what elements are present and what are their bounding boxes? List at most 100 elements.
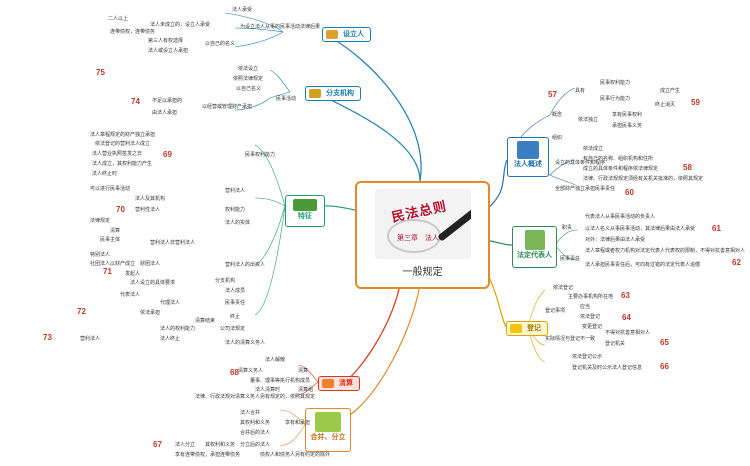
leaf: 登记机关 bbox=[605, 341, 626, 347]
leaf: 发起人 bbox=[125, 271, 141, 277]
page-number: 57 bbox=[548, 90, 557, 99]
leaf: 为设立法人从事的民事活动法律后果 bbox=[240, 24, 321, 30]
puzzle-icon bbox=[315, 412, 341, 432]
branch-sheli-label: 设立人 bbox=[343, 30, 364, 38]
gavel-icon bbox=[517, 141, 539, 159]
leaf: 由法人承担 bbox=[152, 110, 178, 116]
leaf: 享有连带债权，承担连带债务 bbox=[175, 452, 241, 458]
note-icon bbox=[510, 324, 522, 333]
branch-hebing-label: 合并、分立 bbox=[310, 433, 346, 441]
leaf: 清算 bbox=[110, 228, 121, 234]
leaf: 以自己名义 bbox=[236, 86, 262, 92]
leaf: 变更登记 bbox=[582, 324, 603, 330]
leaf: 对外：法律后果由法人承受 bbox=[585, 237, 646, 243]
leaf: 实际情况与登记不一致 bbox=[545, 336, 596, 342]
leaf: 合并后的法人 bbox=[240, 430, 271, 436]
center-title: 一般规定 bbox=[402, 267, 443, 278]
leaf: 不得对抗善意相对人 bbox=[605, 330, 651, 336]
leaf: 终止 bbox=[230, 314, 241, 320]
branch-daibiaoren[interactable]: 法定代表人 bbox=[512, 226, 557, 268]
branch-fenzhi-label: 分支机构 bbox=[326, 89, 354, 97]
leaf: 民事责任 bbox=[560, 256, 581, 262]
leaf: 具有 bbox=[575, 88, 586, 94]
leaf: 法人的实体 bbox=[225, 220, 251, 226]
page-number: 72 bbox=[77, 307, 86, 316]
leaf: 董事、理事等执行机构成员 bbox=[250, 378, 311, 384]
leaf: 营利法人 bbox=[225, 188, 246, 194]
leaf: 其权利和义务 bbox=[205, 442, 236, 448]
branch-fenzhi[interactable]: 分支机构 bbox=[305, 86, 361, 101]
branch-gaishu-label: 法人概述 bbox=[514, 160, 542, 168]
leaf: 民事主体 bbox=[100, 237, 121, 243]
center-node[interactable]: 民法总则 第三章 法人 一般规定 bbox=[355, 181, 490, 289]
center-cover-image: 民法总则 第三章 法人 bbox=[375, 189, 471, 259]
folder-icon bbox=[309, 89, 321, 98]
leaf: 法人分立 bbox=[175, 442, 196, 448]
page-number: 58 bbox=[683, 163, 692, 172]
page-number: 63 bbox=[621, 291, 630, 300]
leaf: 法律规定 bbox=[90, 218, 111, 224]
page-number: 74 bbox=[131, 97, 140, 106]
leaf: 其权利和义务 bbox=[240, 420, 271, 426]
leaf: 债权人和债务人另有约定的除外 bbox=[260, 452, 331, 458]
page-number: 61 bbox=[712, 224, 721, 233]
leaf: 民事责任 bbox=[225, 300, 246, 306]
leaf: 法人承受 bbox=[232, 7, 253, 13]
leaf: 组织 bbox=[552, 135, 563, 141]
leaf: 法人解散 bbox=[265, 357, 286, 363]
leaf: 法人章程或者权力机构对法定代表人代表权的限制，不得对抗善意相对人 bbox=[585, 248, 746, 254]
branch-qingsuan-label: 清算 bbox=[339, 379, 353, 387]
leaf: 民事权利能力 bbox=[600, 80, 631, 86]
page-number: 64 bbox=[622, 313, 631, 322]
leaf: 法人营业执照签发之日 bbox=[92, 151, 143, 157]
leaf: 享有民事权利 bbox=[612, 112, 643, 118]
leaf: 依法承担 bbox=[140, 310, 161, 316]
leaf: 分立后的法人 bbox=[240, 442, 271, 448]
page-number: 71 bbox=[103, 267, 112, 276]
page-number: 68 bbox=[230, 368, 239, 377]
page-number: 70 bbox=[116, 205, 125, 214]
leaf: 全部财产独立承担民事责任 bbox=[555, 186, 616, 192]
leaf: 设立的具体条件和程序 bbox=[555, 160, 606, 166]
branch-gaishu[interactable]: 法人概述 bbox=[507, 137, 549, 177]
leaf: 代理法人 bbox=[160, 300, 181, 306]
leaf: 依法成立 bbox=[583, 146, 604, 152]
leaf: 成立的具体条件和程序依法律规定 bbox=[583, 166, 659, 172]
leaf: 法人设立的具体要求 bbox=[130, 280, 176, 286]
leaf: 法人承担民事责任后，可向有过错的法定代表人追偿 bbox=[585, 262, 701, 268]
leaf: 概念 bbox=[552, 112, 563, 118]
page-number: 62 bbox=[732, 258, 741, 267]
leaf: 以法人名义从事民事活动，其法律后果由法人承受 bbox=[585, 226, 696, 232]
leaf: 法人或设立人承担 bbox=[148, 48, 189, 54]
branch-dengji[interactable]: 登记 bbox=[506, 321, 548, 336]
note-icon bbox=[322, 379, 334, 388]
page-number: 60 bbox=[625, 188, 634, 197]
leaf: 依法登记公示 bbox=[572, 354, 603, 360]
leaf: 公司法规定 bbox=[220, 326, 246, 332]
leaf: 依法设立 bbox=[238, 66, 259, 72]
cover-subtitle: 第三章 法人 bbox=[397, 234, 439, 242]
leaf: 社团法人以财产成立 bbox=[90, 261, 136, 267]
leaf: 第三人有权选择 bbox=[148, 38, 184, 44]
leaf: 应当 bbox=[580, 304, 591, 310]
leaf: 财团法人 bbox=[140, 261, 161, 267]
leaf: 分支机构 bbox=[215, 278, 236, 284]
leaf: 享有和承担 bbox=[285, 420, 311, 426]
page-number: 75 bbox=[96, 68, 105, 77]
branch-sheli[interactable]: 设立人 bbox=[322, 27, 371, 42]
leaf: 营利法人的出资人 bbox=[225, 262, 266, 268]
branch-qingsuan[interactable]: 清算 bbox=[318, 376, 360, 391]
leaf: 法人章程规定的财产独立承担 bbox=[90, 132, 156, 138]
leaf: 代表法人 bbox=[120, 292, 141, 298]
leaf: 登记机关及时公示法人登记信息 bbox=[572, 365, 643, 371]
leaf: 法人清算时 bbox=[255, 387, 281, 393]
leaf: 法人终止 bbox=[160, 336, 181, 342]
leaf: 权利能力 bbox=[225, 207, 246, 213]
leaf: 职责 bbox=[562, 225, 573, 231]
leaf: 清算义务人 bbox=[238, 368, 264, 374]
branch-dengji-label: 登记 bbox=[527, 324, 541, 332]
branch-tezheng[interactable]: 特征 bbox=[285, 195, 325, 227]
branch-hebing[interactable]: 合并、分立 bbox=[305, 408, 351, 452]
leaf: 法人终止时 bbox=[92, 171, 118, 177]
